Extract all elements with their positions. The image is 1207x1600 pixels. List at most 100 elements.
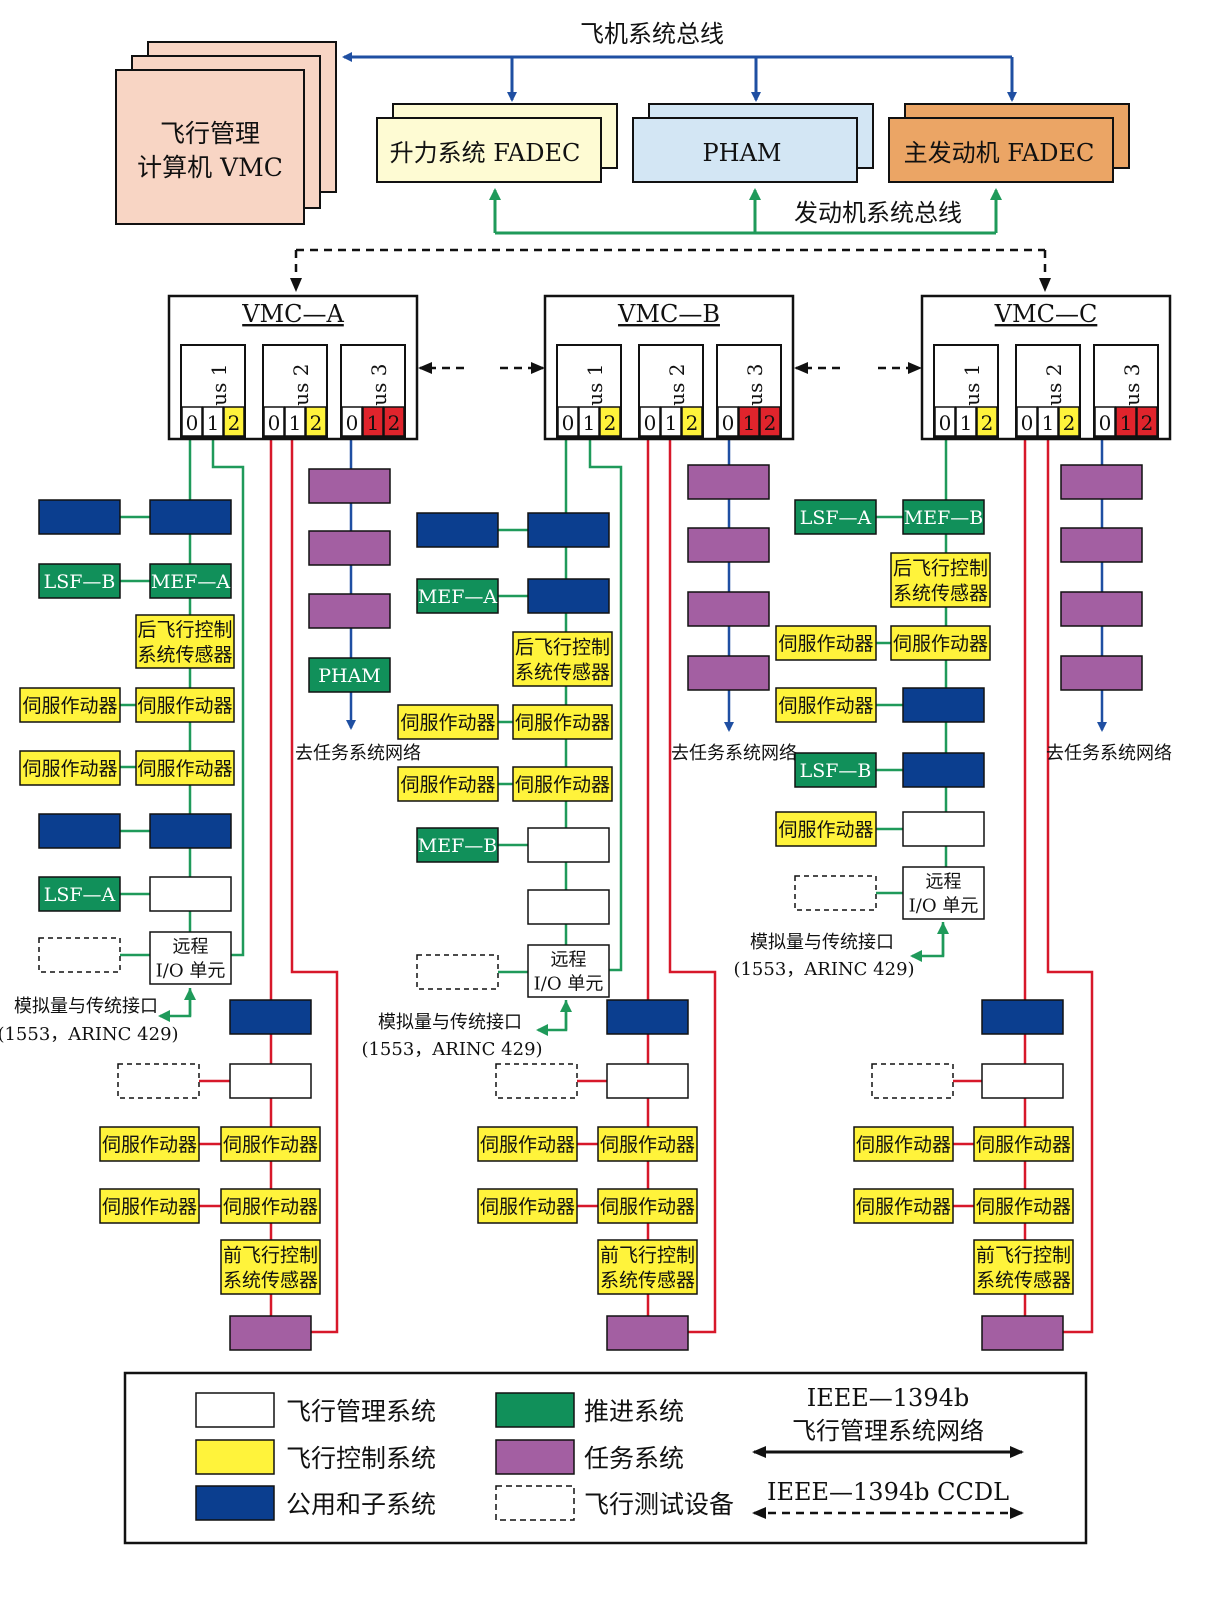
servo-actuator-box-label: 伺服作动器	[976, 1134, 1071, 1156]
mission-box-rect	[1060, 527, 1143, 563]
test-equipment-box	[871, 1063, 954, 1099]
mission-box-rect	[229, 1315, 312, 1351]
front-sensor-box-rect	[220, 1239, 321, 1295]
servo-actuator-box-rect	[775, 687, 877, 723]
pham-small-box: PHAM	[308, 657, 391, 693]
utility-box-rect	[38, 813, 121, 849]
bus-port-cell	[284, 406, 306, 437]
mission-box	[981, 1315, 1064, 1351]
mission-box-rect	[1060, 464, 1143, 500]
bus-port-digit: 0	[644, 411, 657, 435]
vmc-unit-title: VMC—C	[994, 300, 1098, 328]
rear-sensor-box-label: 后飞行控制	[515, 636, 610, 658]
lsf-a-box-label: LSF—A	[800, 507, 872, 529]
mission-box	[308, 593, 391, 629]
lsf-a-box-rect	[38, 876, 121, 912]
bus-port-cell	[383, 406, 405, 437]
vmc-stack-label-line2: 计算机 VMC	[137, 153, 283, 182]
bus-port-digit: 0	[186, 411, 199, 435]
test-equipment-box-rect	[416, 954, 499, 990]
bus-port-cell	[660, 406, 682, 437]
bus-port-digit: 1	[665, 411, 678, 435]
bus1-return	[211, 439, 245, 957]
legend-swatch-test-equipment	[495, 1485, 575, 1521]
remote-io-box-label: I/O 单元	[909, 895, 979, 916]
bus-port-digit: 1	[1120, 411, 1133, 435]
servo-actuator-box-rect	[597, 1126, 698, 1162]
utility-box-rect	[902, 687, 985, 723]
mission-box-rect	[1060, 655, 1143, 691]
vmc-computer-stack: 飞行管理 计算机 VMC	[115, 41, 337, 225]
mission-box	[1060, 655, 1143, 691]
front-sensor-box-label: 前飞行控制	[976, 1244, 1071, 1266]
servo-actuator-box-rect	[220, 1188, 321, 1224]
servo-actuator-box: 伺服作动器	[973, 1188, 1074, 1224]
bus-port-cell	[263, 406, 285, 437]
servo-actuator-box-label: 伺服作动器	[515, 712, 610, 734]
mef-b-box-rect	[902, 499, 985, 535]
bus-port-digit: 0	[346, 411, 359, 435]
servo-actuator-box: 伺服作动器	[512, 704, 613, 740]
servo-actuator-box: 伺服作动器	[19, 687, 121, 723]
mission-box	[1060, 591, 1143, 627]
pham-label: PHAM	[703, 139, 782, 167]
servo-actuator-box-label: 伺服作动器	[137, 758, 232, 780]
utility-box-rect	[902, 752, 985, 788]
servo-actuator-box: 伺服作动器	[477, 1188, 578, 1224]
legend-swatch-utility	[195, 1485, 275, 1521]
bus-port-cell	[578, 406, 600, 437]
analog-interface-sub: (1553，ARINC 429)	[733, 959, 914, 980]
servo-actuator-box-label: 伺服作动器	[22, 695, 117, 717]
to-mission-network-label: 去任务系统网络	[1046, 743, 1172, 764]
bus-port-cell	[738, 406, 760, 437]
mission-box-rect	[687, 591, 770, 627]
bus1-return	[588, 439, 623, 972]
top-section: 飞机系统总线 飞行管理 计算机 VMC 升力系统 FADEC PHAM 主发动机…	[115, 20, 1130, 292]
flight-mgmt-box	[149, 876, 232, 912]
flight-mgmt-box-rect	[981, 1063, 1064, 1099]
servo-actuator-box: 伺服作动器	[99, 1126, 200, 1162]
lsf-a-box: LSF—A	[38, 876, 121, 912]
servo-actuator-box: 伺服作动器	[477, 1126, 578, 1162]
front-sensor-box-label: 系统传感器	[976, 1269, 1071, 1291]
rear-sensor-box-rect	[890, 552, 991, 608]
analog-interface-sub: (1553，ARINC 429)	[361, 1039, 542, 1060]
mission-box-rect	[308, 468, 391, 504]
bus-port-cell	[341, 406, 363, 437]
utility-box-rect	[38, 499, 121, 535]
bus-port-cell	[717, 406, 739, 437]
bus2-return	[668, 439, 717, 1334]
bus-port-cell	[557, 406, 579, 437]
servo-actuator-box-label: 伺服作动器	[856, 1134, 951, 1156]
front-sensor-box-label: 前飞行控制	[600, 1244, 695, 1266]
remote-io-box-rect	[149, 931, 232, 985]
remote-io-box-label: I/O 单元	[156, 960, 226, 981]
flight-mgmt-box-rect	[606, 1063, 689, 1099]
pham-small-box-rect	[308, 657, 391, 693]
servo-actuator-box-rect	[890, 625, 991, 661]
mef-b-box-label: MEF—B	[904, 507, 983, 529]
utility-box-rect	[416, 512, 499, 548]
test-equipment-box-rect	[38, 937, 121, 973]
mission-box-rect	[687, 655, 770, 691]
servo-actuator-box-label: 伺服作动器	[976, 1196, 1071, 1218]
servo-actuator-box-label: 伺服作动器	[778, 633, 873, 655]
front-sensor-box-rect	[597, 1239, 698, 1295]
servo-actuator-box-rect	[512, 766, 613, 802]
to-mission-network-label: 去任务系统网络	[671, 743, 797, 764]
analog-arrow-line	[536, 1000, 568, 1036]
bus-port-digit: 1	[583, 411, 596, 435]
mef-a-box-rect	[149, 563, 232, 599]
bus-port-cell	[181, 406, 203, 437]
vmc-b-branch: MEF—A后飞行控制系统传感器伺服作动器伺服作动器伺服作动器伺服作动器MEF—B…	[361, 439, 797, 1351]
servo-actuator-box-rect	[973, 1126, 1074, 1162]
legend-label-mission: 任务系统	[584, 1444, 684, 1473]
mission-box	[687, 655, 770, 691]
legend: 飞行管理系统 飞行控制系统 公用和子系统 推进系统 任务系统 飞行测试设备 IE…	[123, 1371, 1088, 1545]
lsf-b-box: LSF—B	[794, 752, 877, 788]
utility-box-rect	[149, 499, 232, 535]
